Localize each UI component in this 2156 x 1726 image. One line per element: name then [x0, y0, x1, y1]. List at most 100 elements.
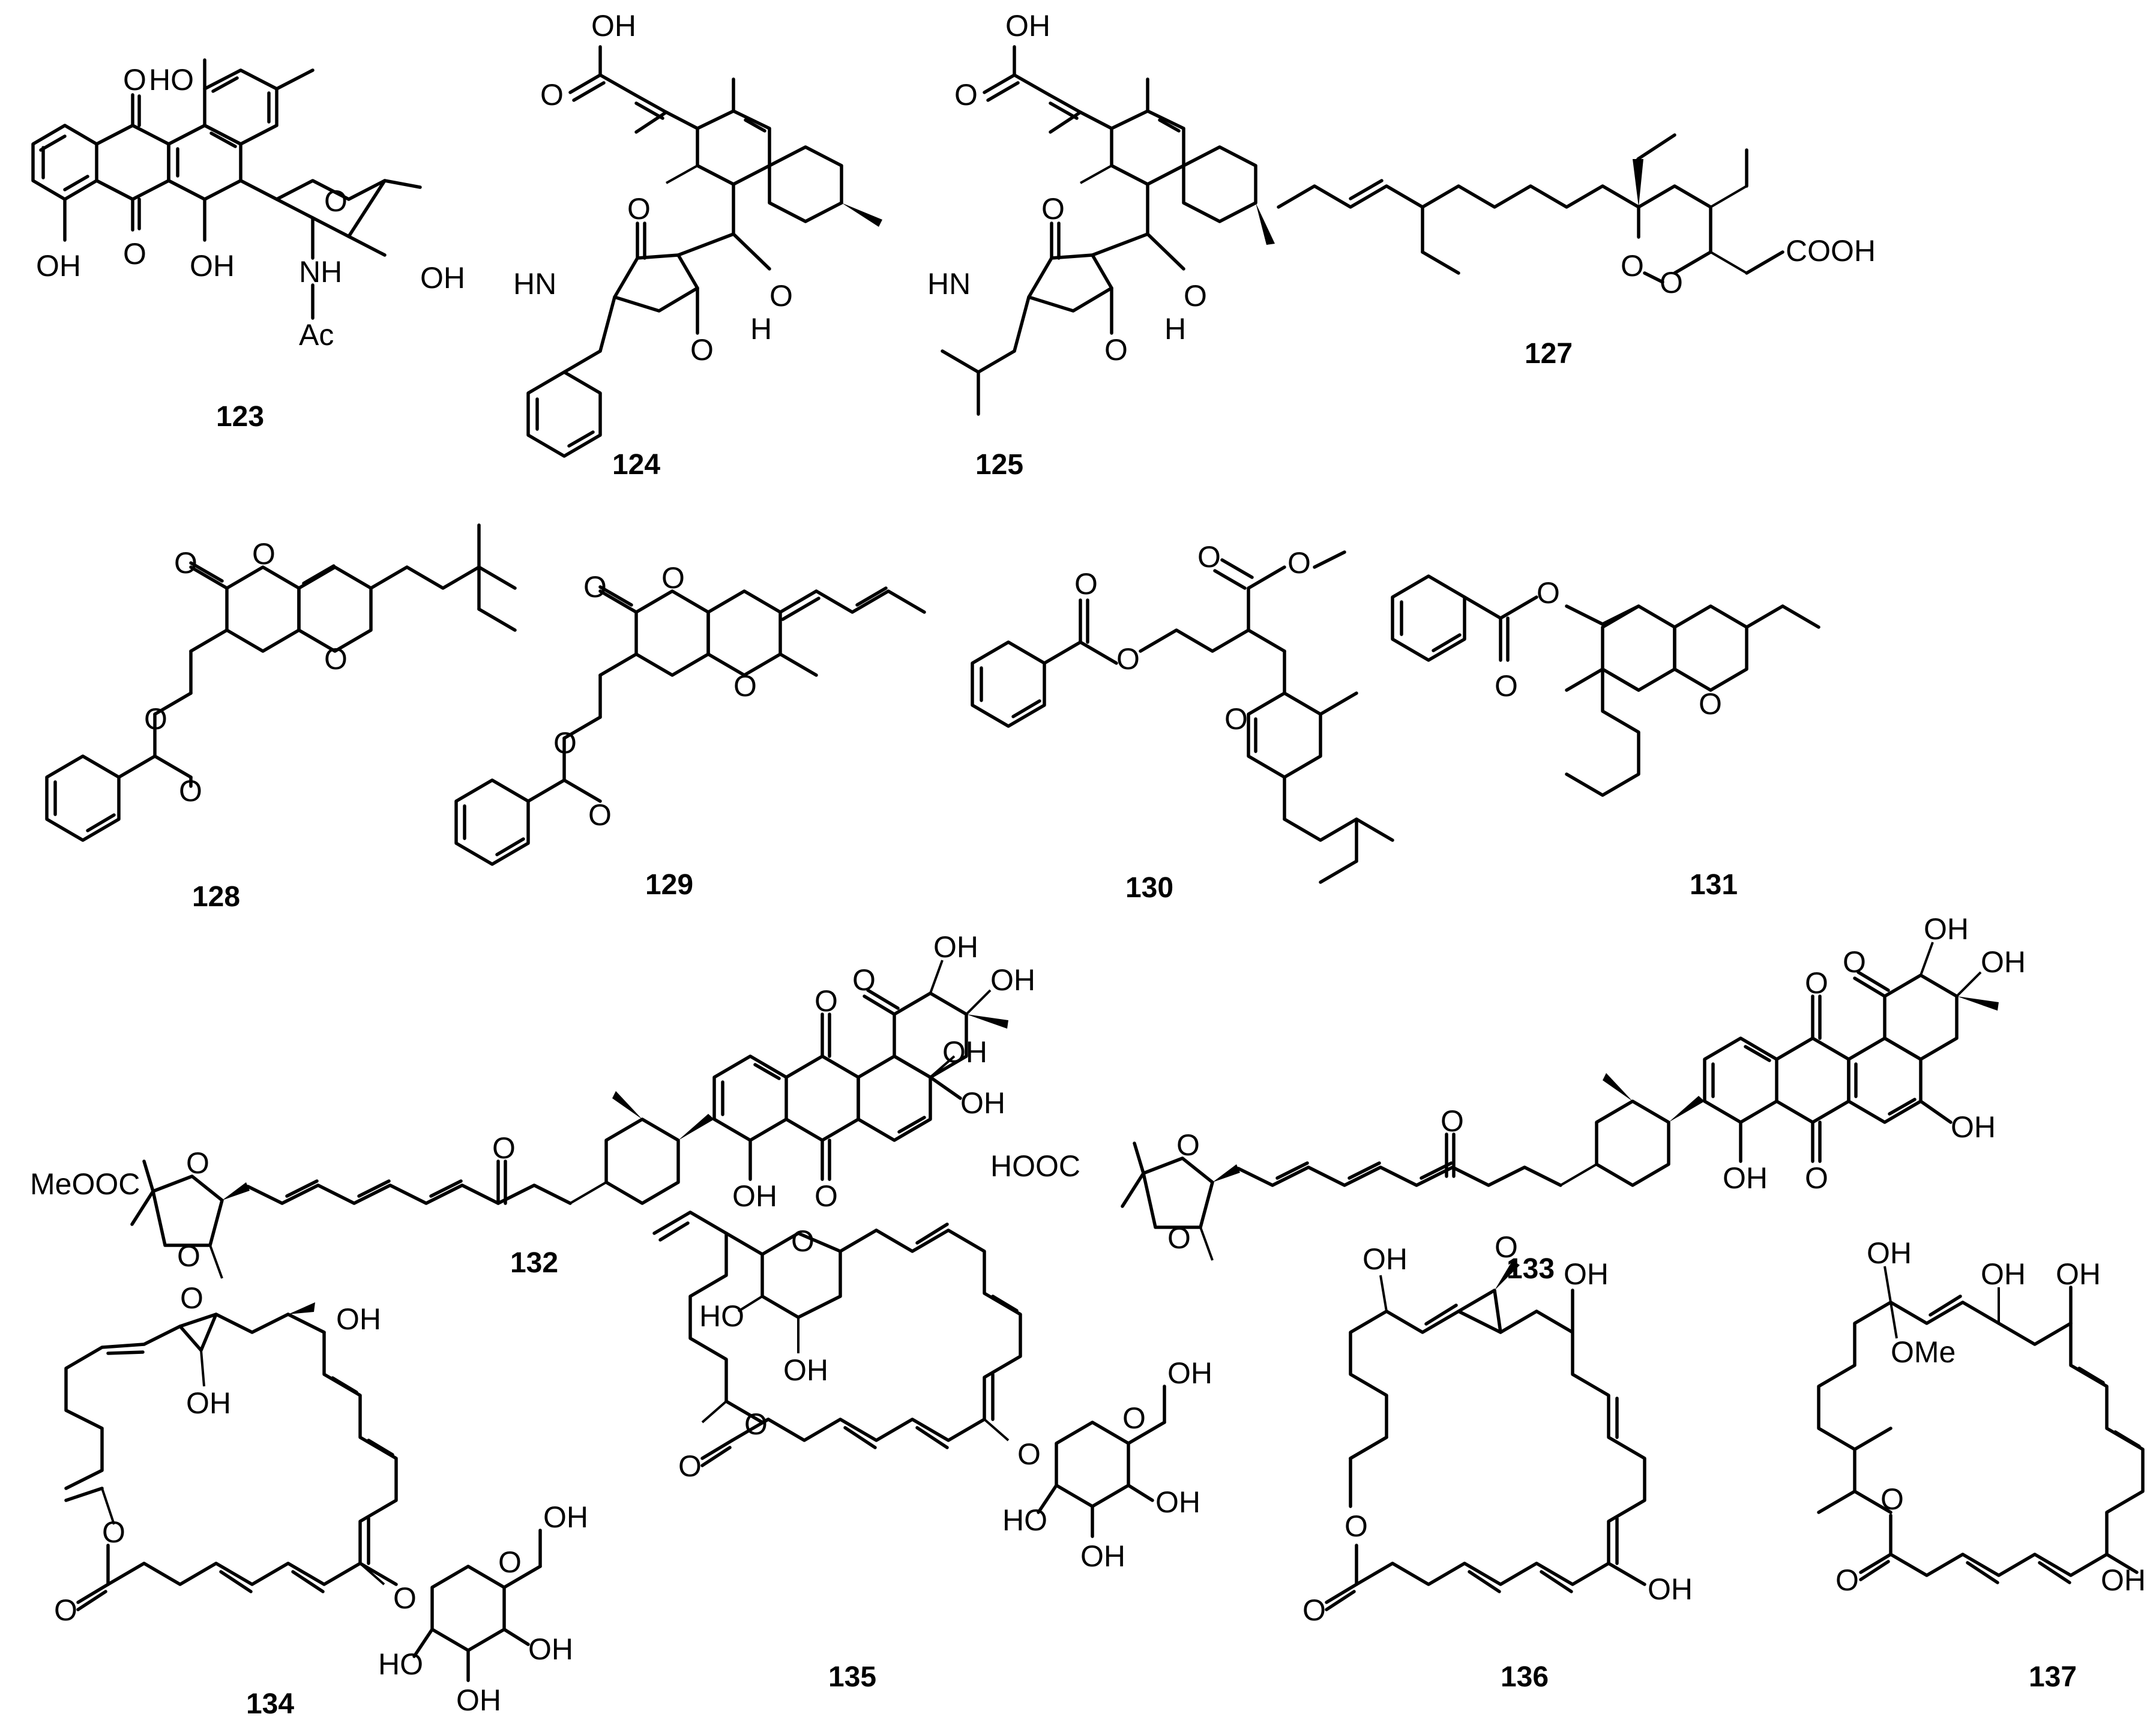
atom-label: OH	[942, 1035, 987, 1069]
atom-label: O	[1843, 945, 1866, 979]
compound-label: 128	[192, 881, 240, 913]
atom-label: OH	[528, 1632, 573, 1666]
atom-label: O	[540, 78, 564, 112]
atom-label: OH	[336, 1302, 381, 1336]
compound-label: 132	[510, 1247, 558, 1279]
compound-134: OH O OH O O O O OH HO OH OH 134	[54, 1281, 588, 1720]
atom-label: O	[1287, 546, 1311, 580]
atom-label: OH	[990, 963, 1035, 997]
atom-label: O	[1184, 279, 1207, 313]
atom-label: O	[744, 1407, 768, 1441]
compound-label: 124	[612, 449, 660, 481]
atom-label: O	[1660, 266, 1683, 299]
atom-label: HO	[149, 63, 194, 97]
atom-label: OH	[1723, 1161, 1768, 1195]
atom-label: OH	[1080, 1539, 1125, 1573]
atom-label: O	[769, 279, 793, 313]
atom-label: O	[1495, 669, 1518, 703]
atom-label: O	[733, 669, 757, 703]
atom-label: OH	[1951, 1110, 1996, 1144]
compound-132: MeOOC O O O OH O O O OH OH OH OH 132	[30, 930, 1035, 1279]
atom-label: O	[1197, 540, 1221, 574]
atom-label: OH	[1564, 1257, 1609, 1291]
atom-label: O	[1302, 1593, 1326, 1627]
atom-label: O	[678, 1449, 702, 1483]
atom-label: O	[1167, 1221, 1191, 1255]
atom-label: O	[1041, 192, 1065, 226]
compound-130: O O O O O 130	[971, 540, 1394, 904]
compound-133: HOOC O O O OH O O O OH OH OH 133	[990, 912, 2026, 1285]
compound-137: OH OMe OH OH O O OH 137	[1817, 1236, 2146, 1693]
atom-label: O	[852, 963, 876, 997]
compound-label: 135	[828, 1661, 876, 1693]
atom-label: HN	[513, 267, 556, 301]
compound-136: OH O OH O O OH 136	[1302, 1230, 1693, 1693]
atom-label: O	[1805, 1161, 1828, 1195]
atom-label: O	[177, 1239, 200, 1273]
compound-label: 136	[1501, 1661, 1549, 1693]
atom-label: OH	[1867, 1236, 1912, 1270]
atom-label: O	[627, 192, 651, 226]
atom-label: OH	[1981, 1257, 2026, 1291]
atom-label: H	[1164, 312, 1186, 346]
atom-label: O	[588, 798, 612, 832]
atom-label: O	[1116, 642, 1140, 676]
atom-label: OH	[1155, 1485, 1200, 1519]
atom-label: O	[1880, 1482, 1904, 1516]
atom-label: H	[750, 312, 772, 346]
compound-125: OH O O HN O H O 125	[927, 9, 1275, 481]
atom-label: HN	[927, 267, 971, 301]
atom-label: O	[1537, 576, 1560, 610]
atom-label: OH	[543, 1500, 588, 1534]
atom-label: OH	[1005, 9, 1050, 43]
compound-label: 131	[1690, 869, 1738, 901]
atom-label: O	[1699, 687, 1722, 721]
compound-label: 137	[2029, 1661, 2077, 1693]
atom-label: O	[179, 774, 202, 808]
compound-135: O HO OH O O O O OH HO OH OH 135	[652, 1210, 1212, 1693]
atom-label: O	[393, 1581, 417, 1615]
atom-label: O	[123, 63, 146, 97]
atom-label: O	[815, 1179, 838, 1213]
atom-label: Ac	[299, 318, 334, 352]
atom-label: HOOC	[990, 1149, 1080, 1183]
compound-124: OH O O HN O H O 124	[513, 9, 882, 481]
atom-label: OH	[36, 249, 81, 283]
atom-label: OH	[420, 261, 465, 295]
compound-label: 127	[1525, 338, 1573, 370]
atom-label: O	[174, 546, 197, 580]
atom-label: O	[1104, 333, 1128, 367]
compound-label: 130	[1125, 872, 1173, 904]
atom-label: O	[324, 642, 348, 676]
atom-label: O	[1441, 1104, 1464, 1138]
atom-label: O	[553, 726, 577, 760]
compound-label: 134	[246, 1688, 294, 1720]
atom-label: HO	[1002, 1503, 1047, 1537]
atom-label: OH	[960, 1086, 1005, 1120]
atom-label: OH	[1981, 945, 2026, 979]
atom-label: MeOOC	[30, 1167, 140, 1201]
atom-label: OH	[186, 1386, 231, 1420]
atom-label: O	[583, 570, 607, 604]
atom-label: O	[1344, 1509, 1368, 1543]
atom-label: O	[102, 1515, 125, 1549]
atom-label: O	[492, 1131, 516, 1165]
compound-131: O O O 131	[1391, 574, 1820, 901]
atom-label: O	[123, 237, 146, 271]
atom-label: O	[144, 702, 167, 736]
atom-label: OMe	[1891, 1335, 1956, 1369]
atom-label: COOH	[1786, 234, 1876, 268]
atom-label: OH	[1648, 1572, 1693, 1606]
atom-label: O	[186, 1146, 209, 1180]
atom-label: O	[815, 984, 838, 1018]
atom-label: O	[1835, 1563, 1859, 1597]
atom-label: OH	[933, 930, 978, 964]
atom-label: O	[1122, 1401, 1146, 1435]
compound-129: O O O O O 129	[454, 561, 926, 901]
atom-label: OH	[1363, 1242, 1408, 1276]
atom-label: OH	[2101, 1563, 2146, 1597]
atom-label: O	[54, 1593, 77, 1627]
atom-label: O	[1224, 702, 1248, 736]
atom-label: NH	[299, 255, 342, 289]
